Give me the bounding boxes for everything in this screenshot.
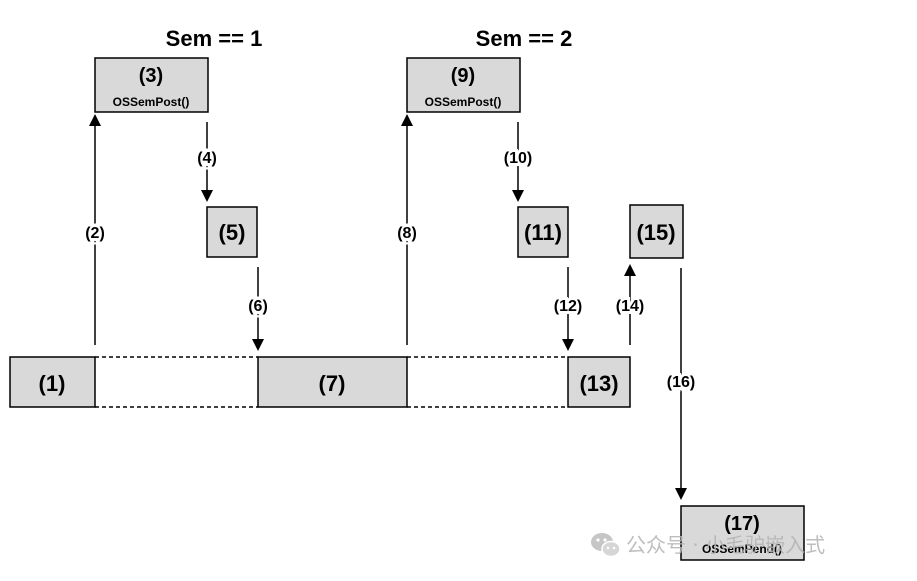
arrow-14-label: (14) — [616, 298, 644, 315]
arrow-8-label: (8) — [397, 225, 417, 242]
box-11: (11) — [517, 206, 569, 258]
box-3-func: OSSemPost() — [113, 95, 190, 109]
box-1-label: (1) — [39, 371, 66, 396]
box-9: (9) OSSemPost() — [406, 57, 521, 113]
box-3: (3) OSSemPost() — [94, 57, 209, 113]
box-9-func: OSSemPost() — [425, 95, 502, 109]
box-13: (13) — [567, 356, 631, 408]
box-17: (17) OSSemPend() — [680, 505, 805, 561]
box-5: (5) — [206, 206, 258, 258]
watermark-text: 公众号 · 小毛驴嵌入式 — [626, 533, 825, 557]
box-13-label: (13) — [579, 371, 618, 396]
arrow-16-label: (16) — [667, 374, 695, 391]
sem-equals-2-label: Sem == 2 — [476, 26, 573, 51]
box-17-func: OSSemPend() — [702, 542, 782, 556]
wechat-icon — [591, 533, 621, 558]
arrow-10-label: (10) — [504, 150, 532, 167]
arrow-4-label: (4) — [197, 150, 217, 167]
box-15-label: (15) — [636, 220, 675, 245]
box-17-label: (17) — [724, 513, 760, 535]
box-1: (1) — [9, 356, 96, 408]
arrow-12-label: (12) — [554, 298, 582, 315]
box-11-label: (11) — [524, 220, 562, 245]
arrow-6-label: (6) — [248, 298, 268, 315]
arrow-2-label: (2) — [85, 225, 105, 242]
watermark: 公众号 · 小毛驴嵌入式 — [591, 533, 825, 558]
sem-equals-1-label: Sem == 1 — [166, 26, 263, 51]
box-7: (7) — [257, 356, 408, 408]
box-3-label: (3) — [139, 65, 163, 87]
box-5-label: (5) — [219, 220, 246, 245]
box-15: (15) — [629, 204, 684, 259]
box-9-label: (9) — [451, 65, 475, 87]
box-7-label: (7) — [319, 371, 346, 396]
